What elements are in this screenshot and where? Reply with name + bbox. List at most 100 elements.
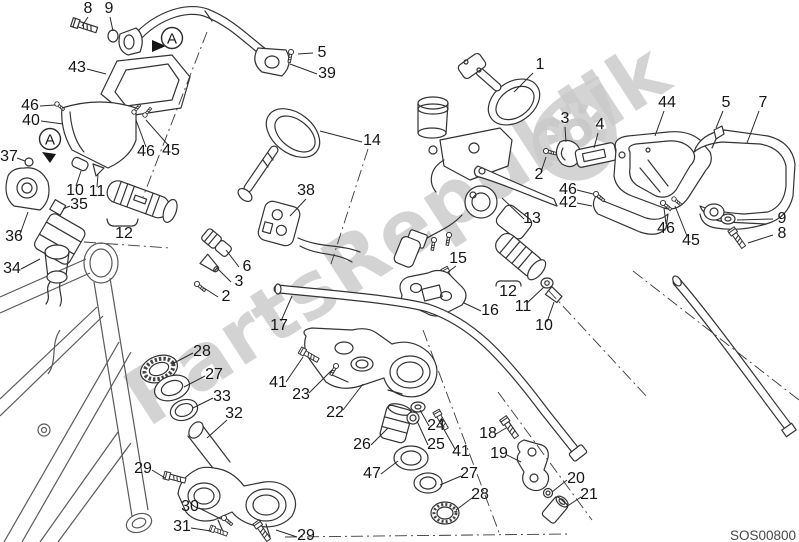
leader-line-30 xyxy=(198,507,222,520)
part-callout-14: 14 xyxy=(363,132,381,149)
part-callout-43: 43 xyxy=(68,59,86,76)
lower-clamp-drawing xyxy=(177,421,297,538)
leader-line-26 xyxy=(370,427,389,446)
part-callout-19: 19 xyxy=(490,445,508,462)
master-cylinder-drawing xyxy=(406,96,563,304)
screw-46-left-drawing xyxy=(53,100,66,112)
part-callout-27: 27 xyxy=(460,465,478,482)
part-callout-10: 10 xyxy=(66,182,84,199)
leader-line-42 xyxy=(576,202,593,207)
part-callout-16: 16 xyxy=(481,302,499,319)
bar-clamp-parts-drawing xyxy=(555,139,618,168)
detail-marker-letter-1: A xyxy=(45,132,55,149)
part-callout-41: 41 xyxy=(452,443,470,460)
part-callout-8: 8 xyxy=(778,225,787,242)
bolt-29-left-drawing xyxy=(162,470,187,485)
leader-line-27 xyxy=(183,375,206,388)
leader-line-29 xyxy=(151,469,166,479)
screw-30-drawing xyxy=(219,513,235,528)
part-callout-8: 8 xyxy=(84,0,93,17)
part-callout-17: 17 xyxy=(270,317,288,334)
leader-line-8 xyxy=(81,16,89,27)
part-callout-9: 9 xyxy=(778,210,787,227)
leader-line-43 xyxy=(86,68,107,75)
leader-line-16 xyxy=(463,302,482,312)
handlebar-brace-drawing xyxy=(107,5,290,77)
part-callout-1: 1 xyxy=(536,56,545,73)
part-callout-27: 27 xyxy=(205,366,223,383)
leader-line-38 xyxy=(289,198,307,217)
leader-line-41 xyxy=(441,425,456,450)
part-callout-13: 13 xyxy=(523,210,541,227)
leader-line-25 xyxy=(416,420,429,446)
leader-line-9 xyxy=(109,16,114,32)
leader-line-9 xyxy=(736,218,774,221)
leader-line-2 xyxy=(540,156,547,173)
leader-line-31 xyxy=(190,527,212,532)
leader-line-4 xyxy=(593,132,599,149)
drawing-code: SOS00800 xyxy=(730,528,796,542)
part-callout-44: 44 xyxy=(658,94,676,111)
part-callout-42: 42 xyxy=(559,194,577,211)
part-callout-21: 21 xyxy=(580,486,598,503)
part-callout-41: 41 xyxy=(269,374,287,391)
left-joint-drawing xyxy=(199,228,232,273)
part-callout-28: 28 xyxy=(471,486,489,503)
part-callout-38: 38 xyxy=(297,182,315,199)
leader-line-19 xyxy=(506,454,522,463)
leader-line-8 xyxy=(747,234,774,244)
handguard-bracket-drawing xyxy=(592,125,736,235)
part-callout-5: 5 xyxy=(722,94,731,111)
part-callout-33: 33 xyxy=(213,388,231,405)
part-callout-2: 2 xyxy=(535,166,544,183)
bracket-12-left xyxy=(106,218,139,227)
screw-31-drawing xyxy=(208,524,229,538)
left-mirror-drawing xyxy=(237,108,321,203)
part-callout-6: 6 xyxy=(243,258,252,275)
leader-line-17 xyxy=(280,295,293,322)
part-callout-46: 46 xyxy=(21,97,39,114)
part-callout-12: 12 xyxy=(499,283,517,300)
stem-stack-drawing xyxy=(379,401,460,525)
part-callout-2: 2 xyxy=(222,288,231,305)
part-callout-39: 39 xyxy=(318,65,336,82)
part-callout-31: 31 xyxy=(173,518,191,535)
leader-line-11 xyxy=(526,286,545,304)
leader-line-11 xyxy=(96,173,99,188)
leader-line-18 xyxy=(495,427,507,435)
part-callout-28: 28 xyxy=(193,343,211,360)
part-callout-25: 25 xyxy=(427,436,445,453)
construction-lines xyxy=(83,31,799,538)
part-callout-45: 45 xyxy=(162,142,180,159)
part-callout-26: 26 xyxy=(353,436,371,453)
part-callout-9: 9 xyxy=(105,0,114,17)
leader-line-20 xyxy=(551,479,568,493)
leader-line-3 xyxy=(564,126,567,143)
part-callout-45: 45 xyxy=(682,232,700,249)
leader-line-35 xyxy=(62,205,71,210)
detail-arrow-bottom xyxy=(42,152,56,163)
part-callout-24: 24 xyxy=(427,417,445,434)
part-callout-46: 46 xyxy=(657,220,675,237)
part-callout-30: 30 xyxy=(181,498,199,515)
part-callout-4: 4 xyxy=(596,116,605,133)
leader-line-3 xyxy=(216,267,232,283)
detail-marker-circle-0 xyxy=(160,26,184,50)
leader-line-13 xyxy=(501,197,525,220)
handguard-inner-drawing xyxy=(613,131,712,210)
part-callout-20: 20 xyxy=(567,470,585,487)
leader-line-7 xyxy=(746,110,760,144)
bearing-stack-drawing xyxy=(140,354,199,422)
leader-line-28 xyxy=(455,497,473,511)
part-callout-22: 22 xyxy=(326,404,344,421)
top-yoke-drawing xyxy=(303,327,438,398)
ignition-lock-drawing xyxy=(5,157,86,307)
leader-line-14 xyxy=(319,130,363,143)
leader-line-6 xyxy=(225,249,240,268)
bolt-8-drawing xyxy=(70,17,99,35)
leader-line-40 xyxy=(40,120,64,125)
leader-line-39 xyxy=(289,63,318,75)
